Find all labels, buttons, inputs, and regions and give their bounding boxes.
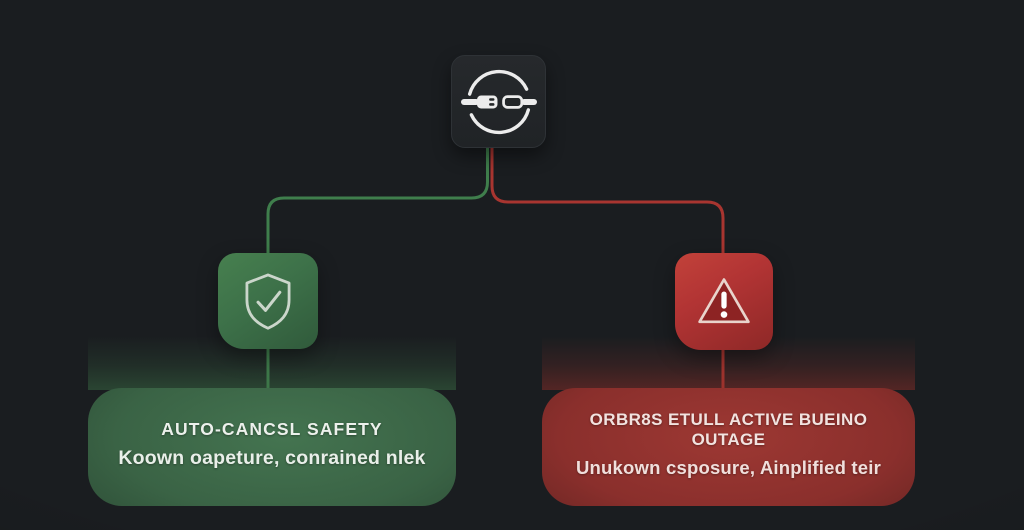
shield-check-icon [245,273,291,330]
left-branch-line [266,145,489,412]
safe-outcome-banner: AUTO-CANCSL SAFETY Koown oapeture, conra… [88,388,456,506]
root-node-tile [451,55,546,148]
right-branch-line [490,145,725,412]
safe-banner-subtitle: Koown oapeture, conrained nlek [118,446,426,469]
plug-sync-icon [460,69,537,134]
risk-node-tile [675,253,773,350]
risk-outcome-banner: ORBR8S ETULL ACTIVE BUEINO OUTAGE Unukow… [542,388,915,506]
risk-banner-subtitle: Unukown csposure, Ainplified teir [575,456,882,478]
safe-node-tile [218,253,318,349]
warning-triangle-icon [698,277,750,323]
safe-banner-title: AUTO-CANCSL SAFETY [161,418,383,439]
risk-banner-title: ORBR8S ETULL ACTIVE BUEINO OUTAGE [589,409,868,449]
